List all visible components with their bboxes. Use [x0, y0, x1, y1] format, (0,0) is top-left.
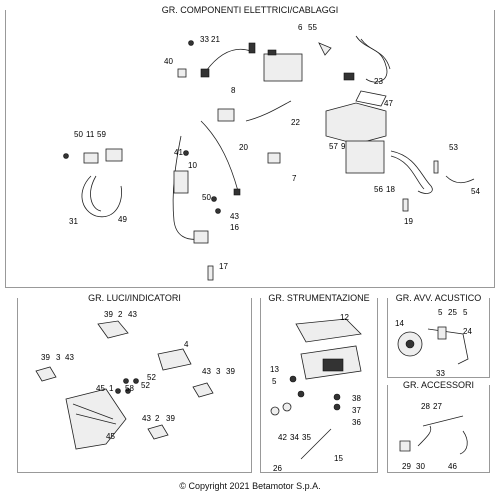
label-49: 49: [118, 215, 127, 224]
luci-label-2: 2: [118, 310, 123, 319]
panel-title: GR. AVV. ACUSTICO: [388, 293, 489, 303]
label-54: 54: [471, 187, 480, 196]
panel-title: GR. LUCI/INDICATORI: [18, 293, 251, 303]
label-8: 8: [231, 86, 236, 95]
strum-label-12: 12: [340, 313, 349, 322]
luci-label-4: 4: [184, 340, 189, 349]
luci-label-58: 58: [125, 384, 134, 393]
strum-label-34: 34: [290, 433, 299, 442]
label-22: 22: [291, 118, 300, 127]
label-11: 11: [86, 130, 95, 139]
strum-label-42: 42: [278, 433, 287, 442]
instruments-drawing: [270, 318, 362, 460]
panel-componenti-elettrici: GR. COMPONENTI ELETTRICI/CABLAGGI: [5, 5, 495, 288]
label-16: 16: [230, 223, 239, 232]
acust-label-24: 24: [463, 327, 472, 336]
luci-label-45b: 45: [106, 432, 115, 441]
label-59: 59: [97, 130, 106, 139]
label-50b: 50: [202, 193, 211, 202]
panel-title: GR. STRUMENTAZIONE: [261, 293, 377, 303]
strum-label-26: 26: [273, 464, 282, 473]
label-40: 40: [164, 57, 173, 66]
label-10: 10: [188, 161, 197, 170]
label-6: 6: [298, 23, 303, 32]
luci-label-52: 52: [147, 373, 156, 382]
lights-indicators-drawing: [35, 320, 214, 450]
strum-label-37: 37: [352, 406, 361, 415]
luci-label-39c: 39: [226, 367, 235, 376]
label-56: 56: [374, 185, 383, 194]
label-41: 41: [174, 148, 183, 157]
label-43: 43: [230, 212, 239, 221]
luci-label-2b: 2: [155, 414, 160, 423]
label-55: 55: [308, 23, 317, 32]
label-53: 53: [449, 143, 458, 152]
strum-label-13: 13: [270, 365, 279, 374]
label-19: 19: [404, 217, 413, 226]
label-20: 20: [239, 143, 248, 152]
luci-label-43d: 43: [142, 414, 151, 423]
panel-title: GR. COMPONENTI ELETTRICI/CABLAGGI: [6, 5, 494, 15]
panel-title: GR. ACCESSORI: [388, 380, 489, 390]
luci-label-43b: 43: [65, 353, 74, 362]
label-18: 18: [386, 185, 395, 194]
acc-label-27: 27: [433, 402, 442, 411]
copyright-footer: © Copyright 2021 Betamotor S.p.A.: [179, 481, 321, 491]
electrical-components-drawing: [63, 35, 475, 281]
strum-label-35: 35: [302, 433, 311, 442]
luci-label-45: 45: [96, 384, 105, 393]
luci-label-3b: 3: [216, 367, 221, 376]
panel-luci-indicatori: GR. LUCI/INDICATORI 39 2 43 4 39 3 43 52…: [17, 293, 252, 473]
acc-label-29: 29: [402, 462, 411, 471]
acust-label-5b: 5: [463, 308, 468, 317]
strum-label-38: 38: [352, 394, 361, 403]
luci-label-43c: 43: [202, 367, 211, 376]
label-21: 21: [211, 35, 220, 44]
acust-label-33: 33: [436, 369, 445, 378]
accessories-drawing: [399, 415, 468, 455]
acc-label-28: 28: [421, 402, 430, 411]
strum-label-36: 36: [352, 418, 361, 427]
label-31: 31: [69, 217, 78, 226]
label-7: 7: [292, 174, 297, 183]
acc-label-30: 30: [416, 462, 425, 471]
strum-label-15: 15: [334, 454, 343, 463]
luci-label-39: 39: [104, 310, 113, 319]
label-33: 33: [200, 35, 209, 44]
luci-label-3: 3: [56, 353, 61, 362]
luci-label-1: 1: [109, 384, 114, 393]
panel-accessori: GR. ACCESSORI 28 27 29 30 46: [387, 380, 490, 473]
acc-label-46: 46: [448, 462, 457, 471]
strum-label-5: 5: [272, 377, 277, 386]
label-57: 57: [329, 142, 338, 151]
luci-label-43: 43: [128, 310, 137, 319]
label-9: 9: [341, 142, 346, 151]
panel-avvisatore-acustico: GR. AVV. ACUSTICO 5 25 5 14 24 33: [387, 293, 490, 378]
acust-label-25: 25: [448, 308, 457, 317]
label-47: 47: [384, 99, 393, 108]
luci-label-52b: 52: [141, 381, 150, 390]
label-23: 23: [374, 77, 383, 86]
panel-strumentazione: GR. STRUMENTAZIONE 12 13 5 38 37 36 42 3…: [260, 293, 378, 473]
acust-label-5: 5: [438, 308, 443, 317]
label-50: 50: [74, 130, 83, 139]
horn-drawing: [397, 326, 469, 365]
luci-label-39d: 39: [166, 414, 175, 423]
label-17: 17: [219, 262, 228, 271]
acust-label-14: 14: [395, 319, 404, 328]
luci-label-39b: 39: [41, 353, 50, 362]
